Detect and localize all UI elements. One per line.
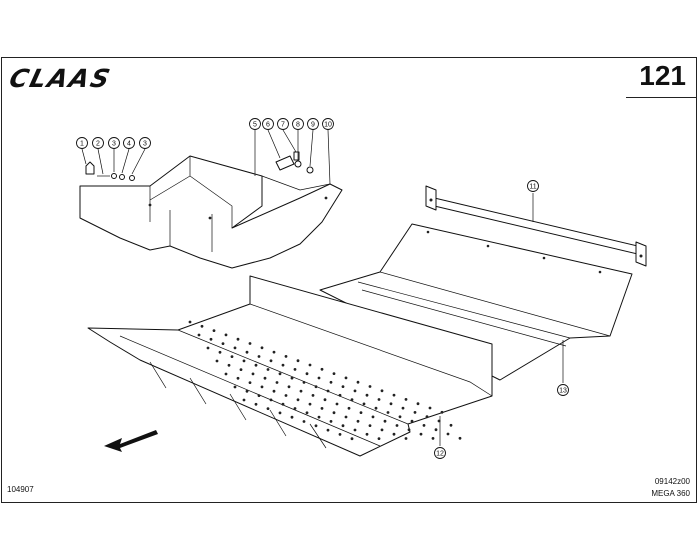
svg-text:1: 1 <box>80 141 84 148</box>
svg-text:5: 5 <box>253 122 257 129</box>
callout-2: 2 <box>92 137 104 149</box>
rear-pan-part-13 <box>319 223 633 381</box>
callout-12: 12 <box>434 447 446 459</box>
callout-9: 9 <box>307 118 319 130</box>
callout-10: 10 <box>322 118 334 130</box>
svg-text:11: 11 <box>529 184 536 191</box>
fasteners <box>85 151 314 181</box>
svg-text:9: 9 <box>311 122 315 129</box>
perforation-pattern <box>188 320 462 441</box>
svg-text:3: 3 <box>112 141 116 148</box>
arrow-down-left-icon <box>104 430 158 452</box>
callout-3: 3 <box>139 137 151 149</box>
page-number: 121 <box>639 60 686 91</box>
svg-text:3: 3 <box>143 141 147 148</box>
svg-text:2: 2 <box>96 141 100 148</box>
callout-1: 1 <box>76 137 88 149</box>
svg-text:8: 8 <box>296 122 300 129</box>
model-name: MEGA 360 <box>651 489 690 498</box>
drawing-frame <box>1 57 697 503</box>
callout-6: 6 <box>262 118 274 130</box>
sheet-code: 09142z00 <box>654 477 690 486</box>
svg-text:12: 12 <box>436 451 444 458</box>
svg-text:6: 6 <box>266 122 270 129</box>
support-rail-part-11 <box>425 185 647 267</box>
cover-plate-part-5 <box>79 155 343 269</box>
svg-text:4: 4 <box>127 141 131 148</box>
callout-5: 5 <box>249 118 261 130</box>
callout-13: 13 <box>557 384 569 396</box>
callout-8: 8 <box>292 118 304 130</box>
callout-11: 11 <box>527 180 539 192</box>
callout-4: 4 <box>123 137 135 149</box>
page-number-rule <box>626 97 697 98</box>
svg-text:13: 13 <box>559 388 567 395</box>
callout-leaders <box>81 129 564 446</box>
callout-3: 3 <box>108 137 120 149</box>
sheet-reference: 09142z00 MEGA 360 <box>651 476 690 500</box>
callout-7: 7 <box>277 118 289 130</box>
drawing-id: 104907 <box>7 485 34 494</box>
svg-text:7: 7 <box>281 122 285 129</box>
svg-text:10: 10 <box>324 122 332 129</box>
grain-pan-part-12 <box>87 275 493 457</box>
